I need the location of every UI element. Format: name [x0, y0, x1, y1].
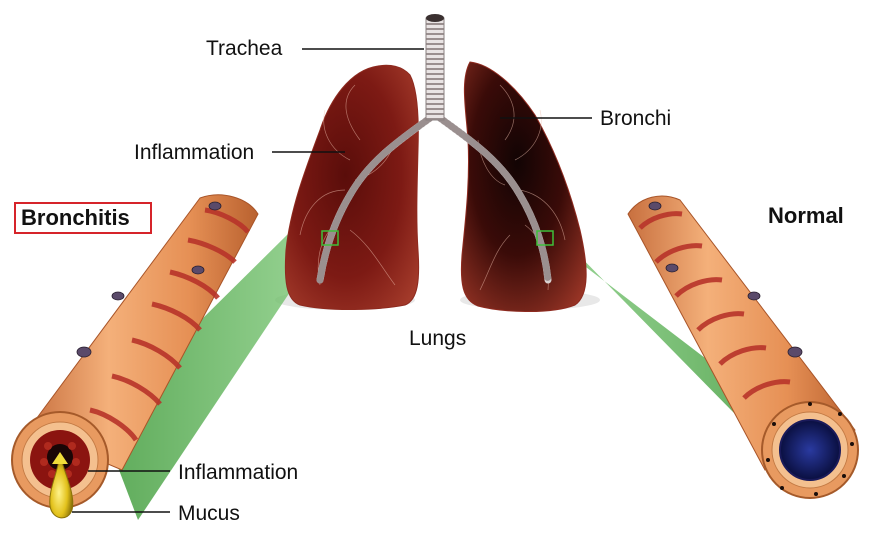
label-lungs: Lungs [409, 328, 466, 349]
normal-airway [628, 196, 858, 498]
label-inflammation-airway: Inflammation [178, 462, 298, 483]
label-trachea: Trachea [206, 38, 282, 59]
label-normal: Normal [768, 205, 844, 227]
lung-right [461, 62, 586, 312]
label-mucus: Mucus [178, 503, 240, 524]
label-inflammation-lung: Inflammation [134, 142, 254, 163]
normal-lumen [780, 420, 840, 480]
label-bronchitis: Bronchitis [21, 207, 130, 229]
trachea-tube [426, 18, 444, 120]
label-bronchi: Bronchi [600, 108, 671, 129]
trachea-opening [426, 14, 444, 22]
